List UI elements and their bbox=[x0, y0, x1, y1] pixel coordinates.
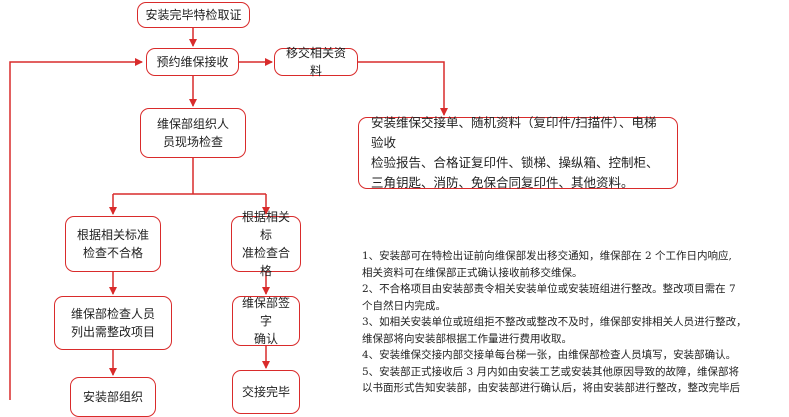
arrow-inspection-split bbox=[113, 158, 266, 195]
maintenance-handover-flowchart: 安装完毕特检取证 预约维保接收 移交相关资料 维保部组织人 员现场检查 安装维保… bbox=[9, 2, 782, 417]
note-line: 3、如相关安装单位或班组拒不整改或整改不及时，维保部安排相关人员进行整改， bbox=[362, 316, 747, 328]
note-line: 1、安装部可在特检出证前向维保部发出移交通知，维保部在 2 个工作日内响应, bbox=[362, 250, 732, 262]
node-list-rectification-items: 维保部检查人员 列出需整改项目 bbox=[54, 296, 172, 350]
node-handover-complete: 交接完毕 bbox=[232, 370, 300, 414]
process-notes: 1、安装部可在特检出证前向维保部发出移交通知，维保部在 2 个工作日内响应, 相… bbox=[362, 248, 782, 400]
arrow-docs-to-list bbox=[358, 61, 448, 116]
note-line: 个自然日内完成。 bbox=[362, 299, 446, 312]
note-line: 维保部将向安装部根据工作量进行费用收取。 bbox=[362, 332, 572, 345]
note-line: 5、安装部正式接收后 3 月内如由安装工艺或安装其他原因导致的故障，维保部将 bbox=[362, 365, 740, 378]
node-book-maintenance-acceptance: 预约维保接收 bbox=[146, 48, 239, 76]
node-installation-organizes: 安装部组织 bbox=[70, 377, 156, 417]
node-onsite-inspection: 维保部组织人 员现场检查 bbox=[140, 108, 246, 158]
loop-back-arrow bbox=[9, 58, 143, 400]
note-line: 以书面形式告知安装部，由安装部进行确认后，将由安装部进行整改，整改完毕后 bbox=[362, 382, 740, 394]
note-line: 相关资料可在维保部正式确认接收前移交维保。 bbox=[362, 266, 583, 279]
node-transfer-documents: 移交相关资料 bbox=[274, 46, 358, 78]
node-maintenance-sign-off: 维保部签字 确认 bbox=[232, 296, 300, 346]
note-line: 2、不合格项目由安装部责令相关安装单位或安装班组进行整改。整改项目需在 7 bbox=[362, 283, 736, 295]
node-inspection-failed: 根据相关标准 检查不合格 bbox=[65, 216, 161, 272]
note-line: 4、安装维保交接内部交接单每台梯一张，由维保部检查人员填写，安装部确认。 bbox=[362, 349, 737, 361]
node-installation-certified: 安装完毕特检取证 bbox=[137, 2, 250, 28]
flowchart-connectors bbox=[9, 28, 448, 400]
node-inspection-passed: 根据相关标 准检查合格 bbox=[231, 210, 301, 278]
node-handover-document-list: 安装维保交接单、随机资料（复印件/扫描件）、电梯验收 检验报告、合格证复印件、锁… bbox=[358, 115, 678, 190]
